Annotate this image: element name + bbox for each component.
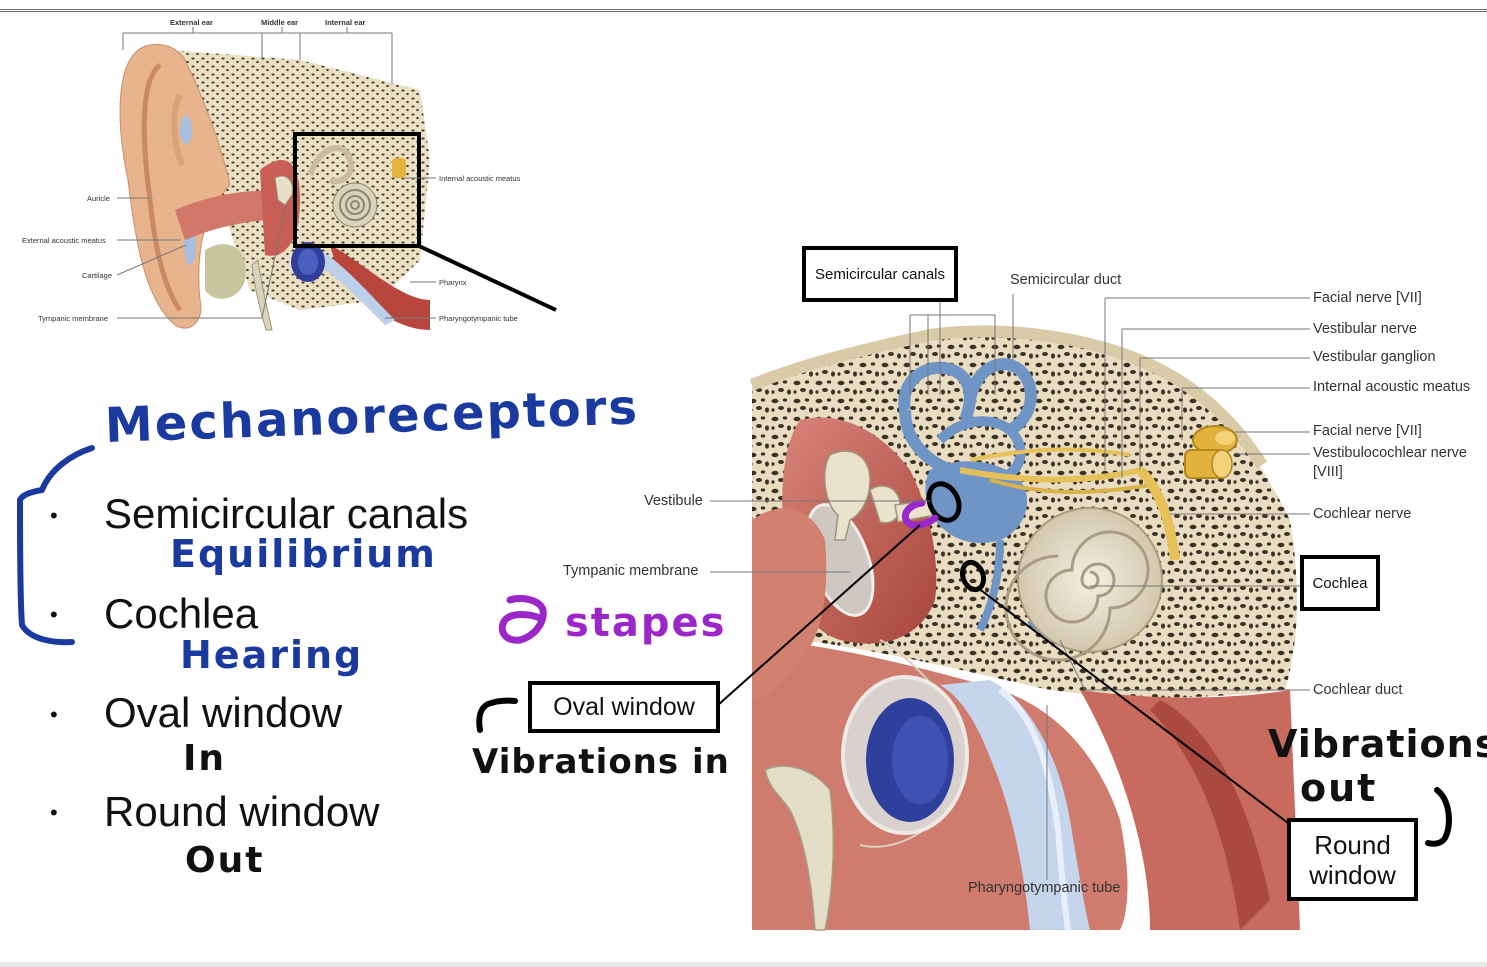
label-cartilage: Cartilage — [82, 271, 113, 280]
bullet-dot-2: • — [50, 602, 58, 627]
annotation-vibrations-out-line-2: out — [1300, 766, 1378, 810]
label-round-window-boxed: Round window — [1287, 818, 1418, 901]
label-facial-nerve-1: Facial nerve [VII] — [1313, 290, 1422, 306]
label-vestibulocochlear-nerve: Vestibulocochlear nerve — [1313, 445, 1467, 461]
round-window-line-1: Round — [1314, 829, 1391, 860]
note-hearing: Hearing — [180, 633, 364, 677]
label-pharynx: Pharynx — [439, 278, 467, 287]
label-internal-acoustic-meatus: Internal acoustic meatus — [1313, 379, 1471, 395]
window-bottom-bar — [0, 962, 1487, 967]
label-external-acoustic-meatus: External acoustic meatus — [22, 236, 106, 245]
bullet-oval-window: Oval window — [104, 689, 343, 736]
label-internal-ear: Internal ear — [325, 18, 366, 27]
label-cochlear-nerve: Cochlear nerve — [1313, 506, 1412, 522]
small-ear-diagram — [116, 27, 557, 331]
label-oval-window-boxed: Oval window — [528, 681, 720, 733]
note-equilibrium: Equilibrium — [170, 532, 437, 576]
label-vestibular-nerve: Vestibular nerve — [1313, 321, 1417, 337]
bullet-semicircular-canals: Semicircular canals — [104, 490, 469, 537]
label-cochlea-boxed: Cochlea — [1300, 555, 1380, 611]
bullet-dot-1: • — [50, 503, 58, 528]
bullet-dot-3: • — [50, 702, 58, 727]
large-inner-ear-diagram — [710, 294, 1310, 931]
label-semicircular-canals-boxed: Semicircular canals — [802, 246, 958, 302]
annotation-vibrations-out-line-1: Vibrations — [1268, 722, 1487, 766]
bullet-cochlea: Cochlea — [104, 590, 259, 637]
bullet-round-window: Round window — [104, 788, 380, 835]
round-window-line-2: window — [1309, 859, 1396, 890]
label-pharyngotympanic-tube-small: Pharyngotympanic tube — [439, 314, 518, 323]
label-external-ear: External ear — [170, 18, 213, 27]
label-vestibule: Vestibule — [644, 493, 703, 509]
label-facial-nerve-2: Facial nerve [VII] — [1313, 423, 1422, 439]
label-tympanic-membrane-small: Tympanic membrane — [38, 314, 109, 323]
label-middle-ear: Middle ear — [261, 18, 299, 27]
annotation-vibrations-in: Vibrations in — [472, 742, 730, 782]
annotation-stapes: stapes — [565, 600, 727, 646]
note-in: In — [183, 738, 227, 779]
label-vestibulocochlear-nerve-number: [VIII] — [1313, 464, 1343, 480]
label-vestibular-ganglion: Vestibular ganglion — [1313, 349, 1436, 365]
bullet-dot-4: • — [50, 800, 58, 825]
label-cochlear-duct: Cochlear duct — [1313, 682, 1403, 698]
label-auricle: Auricle — [87, 194, 110, 203]
note-out: Out — [185, 840, 265, 881]
label-tympanic-membrane: Tympanic membrane — [563, 563, 699, 579]
label-semicircular-duct: Semicircular duct — [1010, 272, 1122, 288]
window-top-bar — [0, 0, 1487, 12]
label-internal-acoustic-meatus-small: Internal acoustic meatus — [439, 174, 521, 183]
label-pharyngotympanic-tube: Pharyngotympanic tube — [968, 880, 1121, 896]
